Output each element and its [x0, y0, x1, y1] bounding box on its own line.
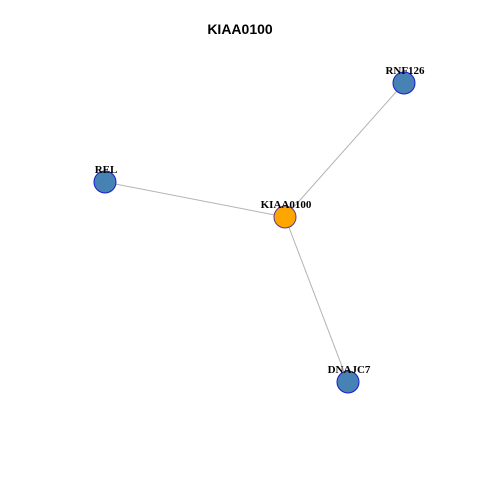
edge-kiaa0100-rel	[104, 181, 286, 218]
edge-layer	[104, 82, 405, 383]
edge-kiaa0100-rnf126	[284, 82, 405, 218]
node-rnf126: RNF126	[385, 65, 425, 95]
node-circle-dnajc7	[336, 370, 360, 394]
node-label-dnajc7: DNAJC7	[328, 364, 371, 376]
node-circle-rnf126	[392, 71, 416, 95]
node-rel: REL	[93, 164, 118, 194]
diagram-title: KIAA0100	[207, 21, 273, 37]
node-dnajc7: DNAJC7	[328, 364, 371, 394]
node-label-kiaa0100: KIAA0100	[261, 199, 312, 211]
node-circle-kiaa0100	[273, 205, 297, 229]
node-kiaa0100: KIAA0100	[261, 199, 312, 229]
node-label-rnf126: RNF126	[385, 65, 425, 77]
node-circle-rel	[93, 170, 117, 194]
edge-kiaa0100-dnajc7	[284, 216, 349, 383]
node-label-rel: REL	[95, 164, 118, 176]
